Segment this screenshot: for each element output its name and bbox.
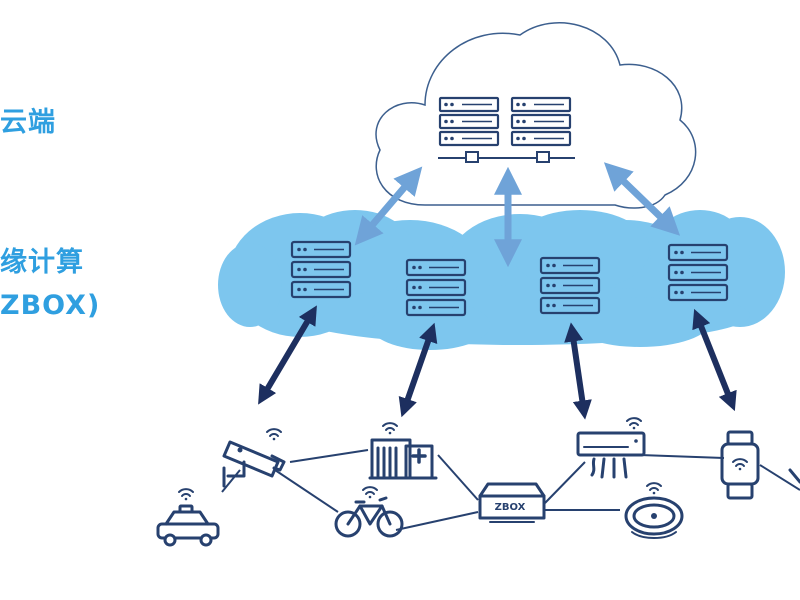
cloud-label: 云端 bbox=[0, 107, 56, 138]
zbox-label: ZBOX) bbox=[0, 290, 101, 321]
device-network-lines bbox=[221, 449, 800, 531]
edge-cloud bbox=[218, 210, 785, 350]
edge-device-arrows bbox=[258, 305, 737, 420]
hospital-building-icon bbox=[368, 421, 438, 480]
bicycle-icon bbox=[334, 485, 404, 538]
air-conditioner-icon bbox=[576, 416, 646, 479]
server-network-line bbox=[438, 151, 575, 163]
smartwatch-icon bbox=[720, 430, 760, 500]
security-camera-icon bbox=[222, 427, 286, 488]
taxi-icon bbox=[156, 487, 220, 547]
zbox-hub-label: ZBOX bbox=[495, 502, 526, 513]
partial-device-edge bbox=[788, 468, 800, 484]
robot-vacuum-icon bbox=[624, 481, 684, 539]
cloud-edge-arrows bbox=[354, 162, 681, 268]
edge-computing-label: 缘计算 bbox=[0, 247, 84, 278]
zbox-hub-icon: ZBOX bbox=[478, 482, 546, 523]
